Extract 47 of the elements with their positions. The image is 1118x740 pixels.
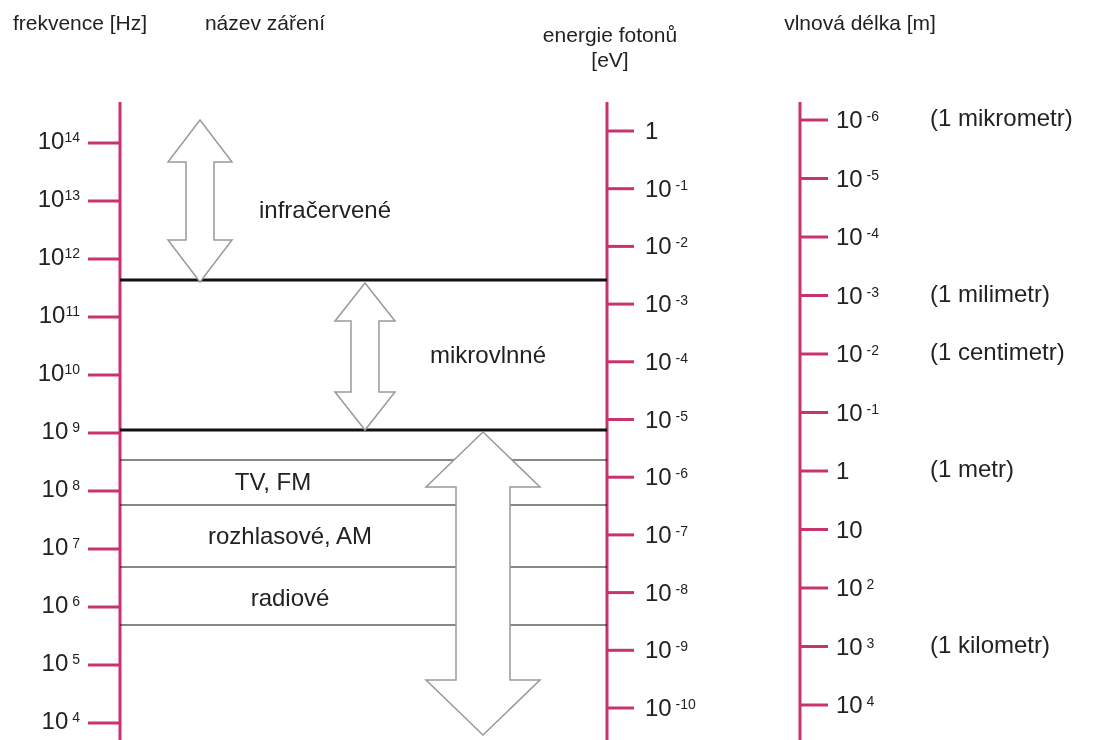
tick-label: 10 $^{-10}$ (645, 694, 696, 722)
axis-heading: vlnová délka [m] (783, 10, 937, 35)
tick-label: 10 $^{9}$ (41, 417, 80, 445)
band-label: infračervené (258, 196, 392, 224)
unit-note: (1 kilometr) (930, 630, 1050, 659)
axis-heading: frekvence [Hz] (11, 10, 149, 35)
tick-label: 10 $^{4}$ (41, 707, 80, 735)
tick-label: 10 (836, 515, 863, 544)
tick-label: 10 $^{-6}$ (836, 106, 880, 134)
tick-label: 10 $^{5}$ (41, 649, 80, 677)
tick-label: 1 (836, 457, 850, 485)
tick-label: 10 $^{8}$ (41, 475, 80, 503)
axis-heading: název záření (203, 10, 327, 35)
band-label: rozhlasové, AM (207, 522, 373, 550)
tick-label: 10 $^{-7}$ (645, 520, 689, 549)
tick-label: 10 $^{-3}$ (836, 281, 880, 310)
tick-label: 10$^{14}$ (37, 127, 80, 155)
tick-label: 10 $^{-1}$ (836, 398, 880, 427)
band-label: radiové (250, 584, 330, 612)
tick-label: 10 $^{7}$ (41, 533, 80, 561)
unit-note: (1 mikrometr) (930, 104, 1073, 132)
tick-label: 10 $^{-4}$ (645, 347, 689, 376)
axis-heading: energie fotonů [eV] (541, 22, 679, 72)
tick-label: 10$^{12}$ (37, 243, 80, 271)
tick-label: 10 $^{-4}$ (836, 223, 880, 251)
tick-label: 10$^{10}$ (37, 359, 80, 387)
tick-label: 1 (645, 117, 659, 145)
tick-label: 10 $^{-2}$ (836, 340, 880, 368)
tick-label: 10 $^{-8}$ (645, 578, 689, 607)
band-label: TV, FM (234, 468, 312, 496)
tick-label: 10$^{11}$ (38, 301, 80, 329)
tick-label: 10 $^{-1}$ (645, 174, 689, 203)
tick-label: 10 $^{-2}$ (645, 232, 689, 261)
tick-label: 10 $^{-6}$ (645, 463, 689, 492)
band-label: mikrovlnné (430, 341, 546, 369)
tick-label: 10 $^{4}$ (836, 691, 875, 719)
unit-note: (1 centimetr) (930, 338, 1065, 366)
tick-label: 10 $^{6}$ (41, 591, 80, 619)
unit-note: (1 milimetr) (930, 279, 1050, 308)
tick-label: 10 $^{-9}$ (645, 636, 689, 665)
tick-label: 10 $^{-5}$ (836, 164, 880, 193)
tick-label: 10 $^{-5}$ (645, 405, 689, 434)
tick-label: 10 $^{3}$ (836, 632, 875, 661)
tick-label: 10 $^{-3}$ (645, 290, 689, 319)
unit-note: (1 metr) (930, 455, 1014, 483)
tick-label: 10 $^{2}$ (836, 574, 875, 602)
tick-label: 10$^{13}$ (37, 185, 80, 213)
